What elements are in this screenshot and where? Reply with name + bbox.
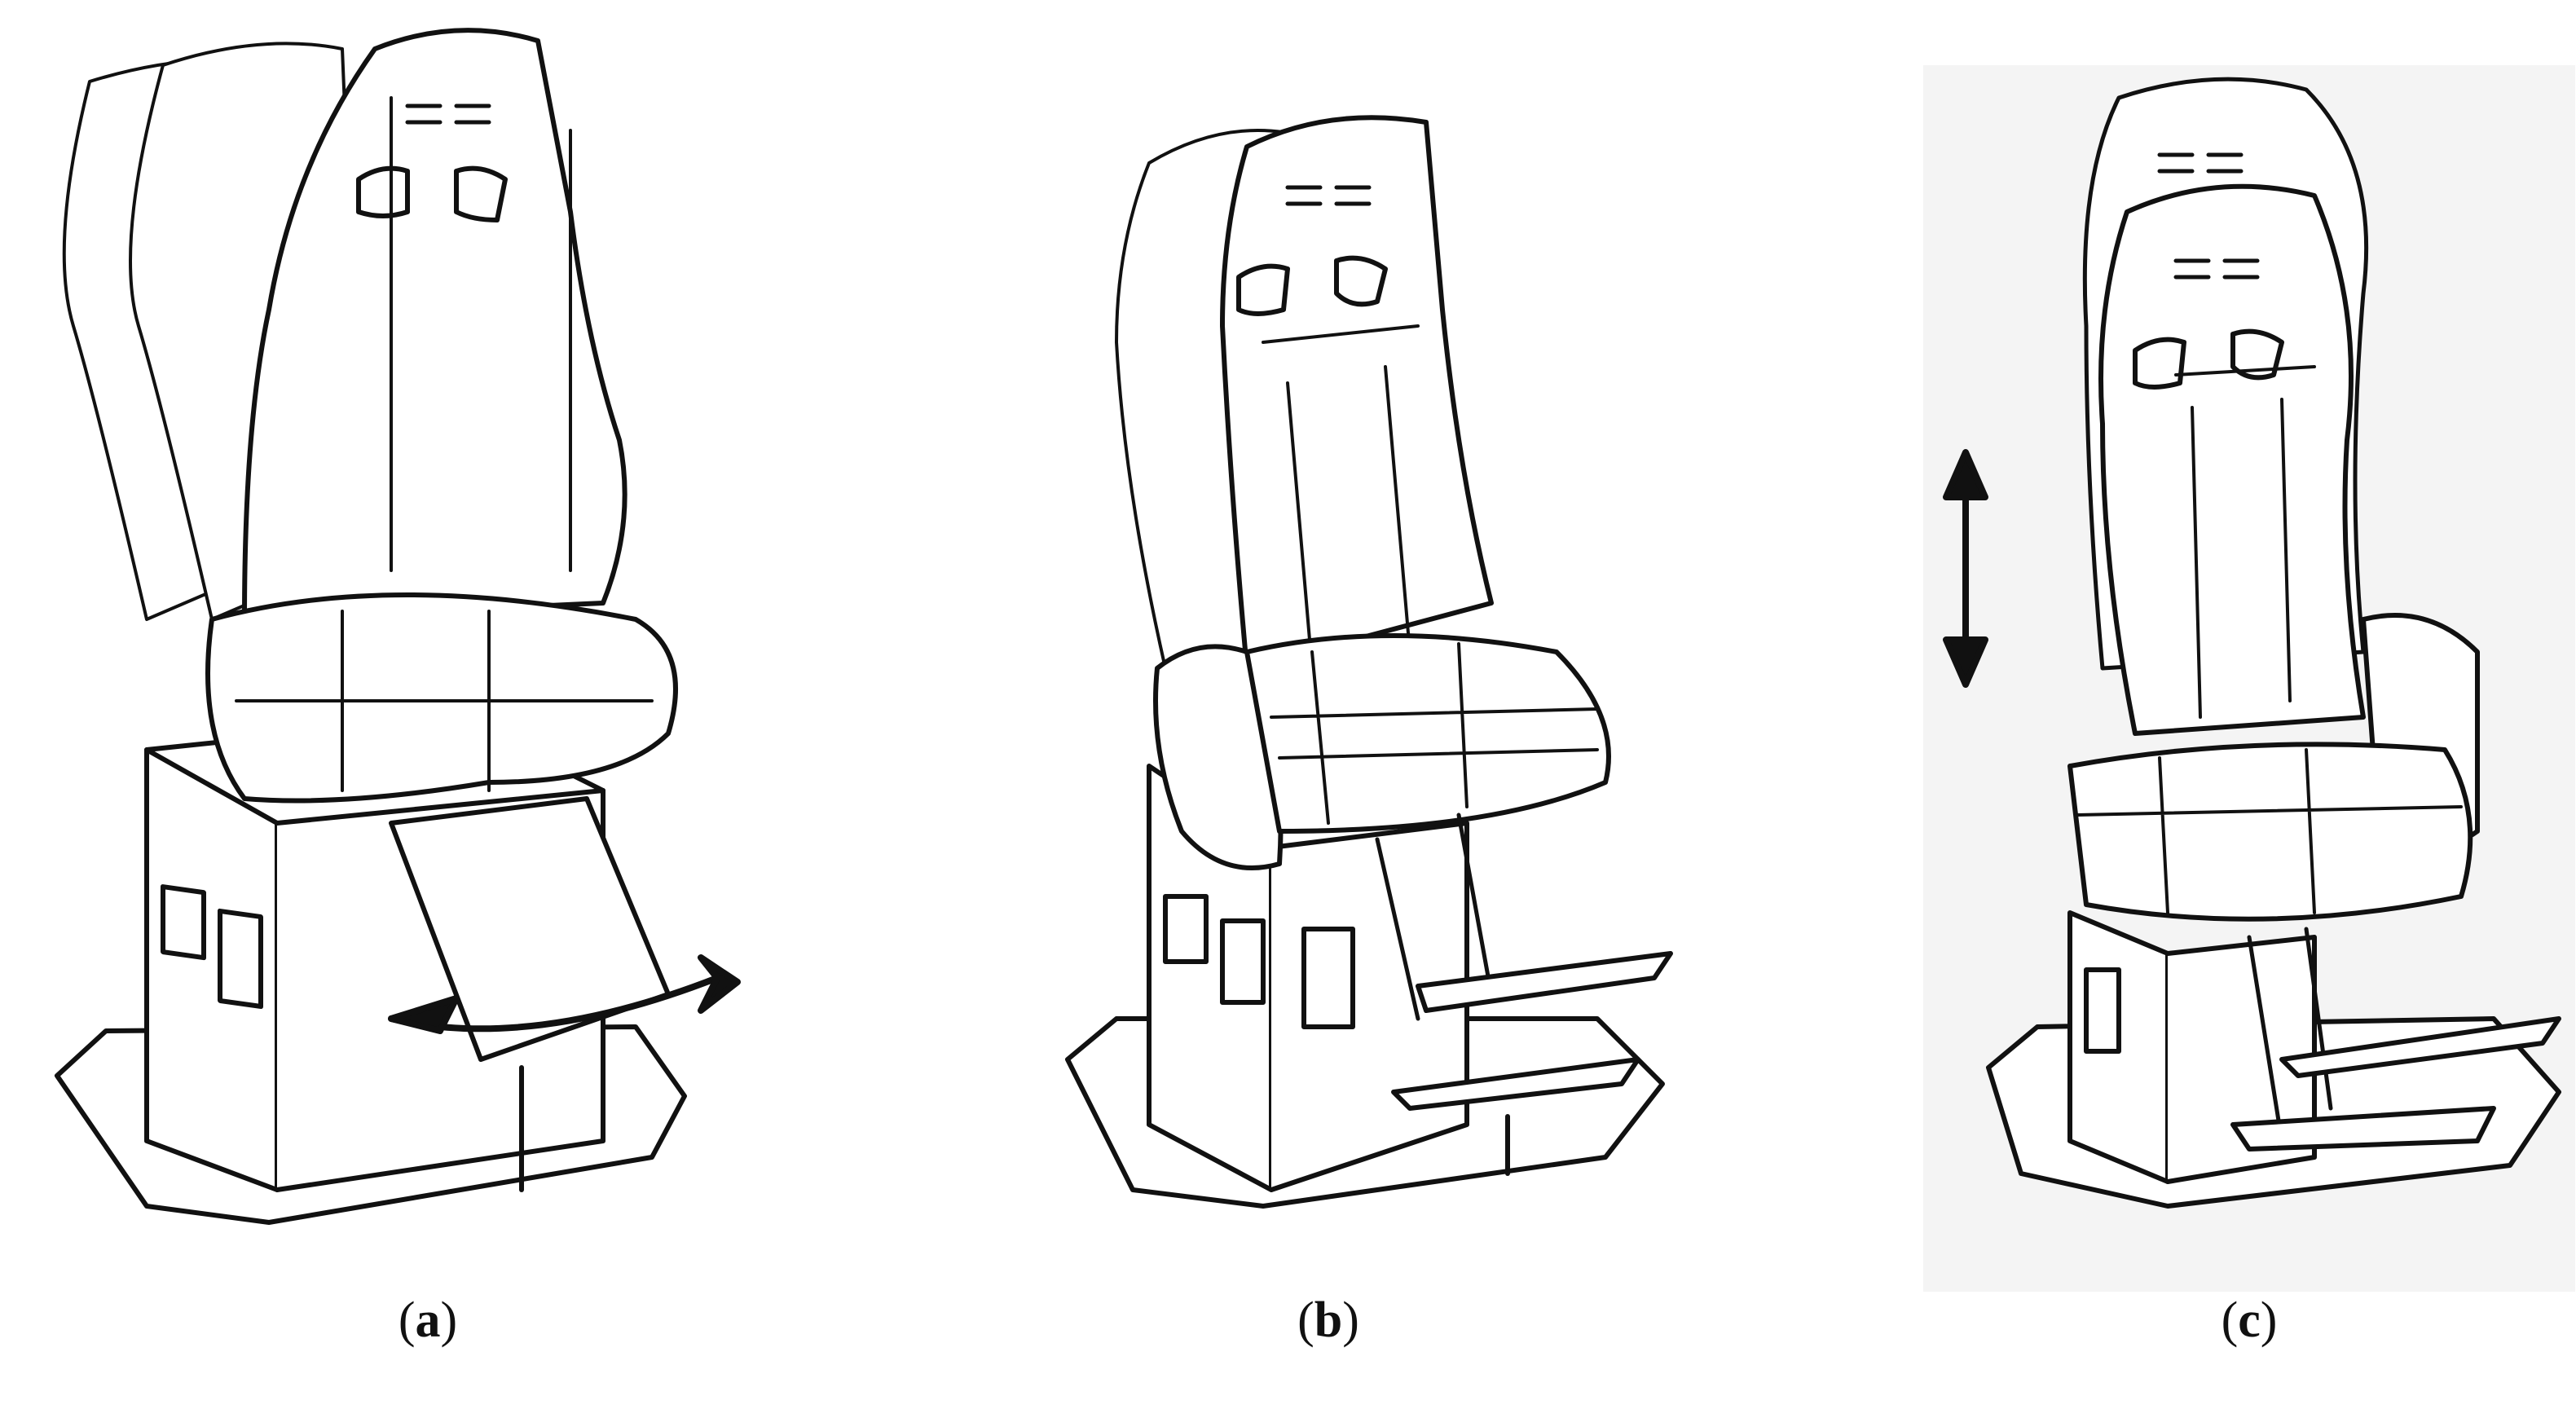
seat-back <box>242 28 627 622</box>
panel-a <box>0 0 815 1271</box>
pedal-lower <box>1391 1057 1640 1111</box>
seat-cushion <box>2067 742 2473 922</box>
seat-back <box>2098 183 2366 736</box>
caption-b: (b) <box>1297 1292 1359 1348</box>
armrest <box>1153 644 1284 870</box>
caption-c: (c) <box>2221 1292 2278 1348</box>
panel-c <box>1923 0 2575 1271</box>
seat-back <box>1220 115 1494 671</box>
panel-b <box>1035 0 1850 1271</box>
panel-b-illustration <box>1065 115 1673 1209</box>
vertical-arrow-icon <box>1943 449 1988 688</box>
swivel-arrow-icon <box>388 954 741 1034</box>
caption-a: (a) <box>398 1292 458 1348</box>
pedal-upper <box>1416 951 1673 1013</box>
panel-c-illustration <box>1943 77 2561 1209</box>
pedal-upper <box>2279 1016 2561 1078</box>
pedal-lower <box>2230 1106 2496 1152</box>
base-box <box>144 747 280 1192</box>
seat-cushion <box>205 592 678 804</box>
panel-a-illustration <box>55 28 741 1225</box>
seat-cushion <box>1244 633 1611 834</box>
